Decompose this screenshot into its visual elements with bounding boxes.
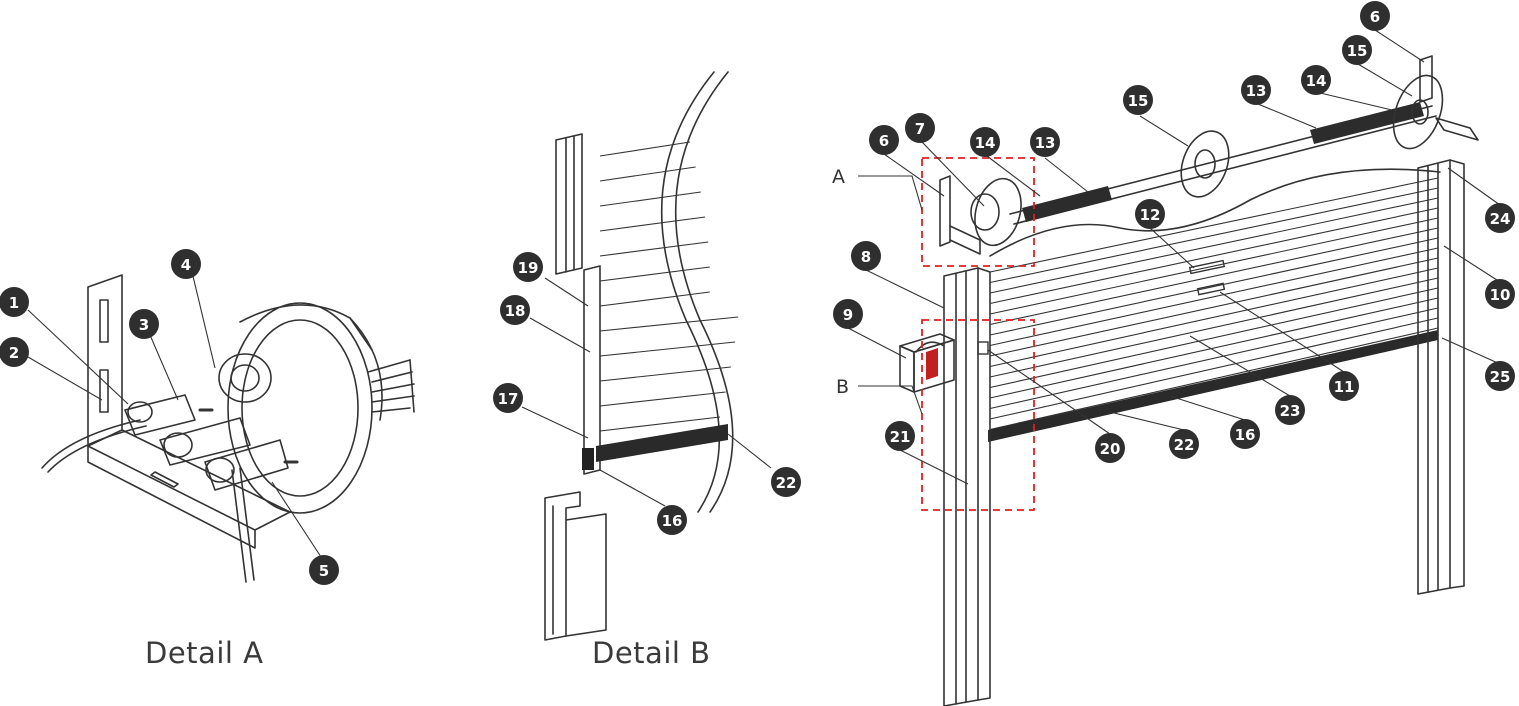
detail-b-highlight-box	[921, 319, 1035, 511]
callout-badge-main-21: 21	[885, 421, 915, 451]
svg-text:18: 18	[505, 302, 526, 320]
svg-text:4: 4	[181, 256, 191, 274]
svg-text:17: 17	[498, 390, 519, 408]
callout-badge-main-22: 22	[1169, 429, 1199, 459]
callout-badge-main-6: 6	[1360, 1, 1390, 31]
callout-badge-main-15: 15	[1123, 85, 1153, 115]
callout-badge-main-24: 24	[1485, 203, 1515, 233]
callout-badge-a-4: 4	[171, 249, 201, 279]
svg-text:24: 24	[1490, 210, 1511, 228]
svg-text:23: 23	[1280, 402, 1301, 420]
callout-badge-main-8: 8	[851, 241, 881, 271]
callout-badge-main-7: 7	[905, 113, 935, 143]
label-letter-b: B	[836, 376, 849, 398]
detail-b-caption: Detail B	[592, 636, 711, 670]
callout-badge-main-11: 11	[1329, 371, 1359, 401]
svg-text:15: 15	[1128, 92, 1149, 110]
svg-text:1: 1	[9, 294, 19, 312]
callout-badge-main-14: 14	[970, 127, 1000, 157]
svg-text:21: 21	[890, 428, 911, 446]
label-letter-a: A	[832, 166, 845, 188]
callout-badge-b-22: 22	[771, 467, 801, 497]
detail-a-highlight-box	[921, 157, 1035, 267]
svg-text:15: 15	[1347, 42, 1368, 60]
callout-badge-main-25: 25	[1485, 361, 1515, 391]
svg-text:13: 13	[1035, 134, 1056, 152]
svg-text:16: 16	[1235, 426, 1256, 444]
svg-text:16: 16	[662, 512, 683, 530]
callout-badge-a-5: 5	[309, 555, 339, 585]
callout-badge-main-12: 12	[1135, 199, 1165, 229]
callout-badge-main-10: 10	[1485, 279, 1515, 309]
svg-text:14: 14	[975, 134, 996, 152]
callout-badge-main-6: 6	[869, 125, 899, 155]
svg-text:5: 5	[319, 562, 329, 580]
svg-text:19: 19	[518, 259, 539, 277]
callout-badge-b-18: 18	[500, 295, 530, 325]
svg-text:2: 2	[9, 344, 19, 362]
callout-badge-main-16: 16	[1230, 419, 1260, 449]
callout-badge-a-2: 2	[0, 337, 29, 367]
svg-text:3: 3	[139, 316, 149, 334]
svg-text:11: 11	[1334, 378, 1355, 396]
callout-badge-main-23: 23	[1275, 395, 1305, 425]
svg-text:9: 9	[843, 306, 853, 324]
svg-text:7: 7	[915, 120, 925, 138]
svg-text:12: 12	[1140, 206, 1161, 224]
callout-badge-main-15: 15	[1342, 35, 1372, 65]
detail-b-drawing	[521, 71, 772, 641]
svg-text:22: 22	[1174, 436, 1195, 454]
callout-badge-a-1: 1	[0, 287, 29, 317]
callout-badge-main-13: 13	[1030, 127, 1060, 157]
callout-badge-main-9: 9	[833, 299, 863, 329]
svg-text:20: 20	[1100, 440, 1121, 458]
callout-badge-main-20: 20	[1095, 433, 1125, 463]
main-view-drawing	[847, 29, 1501, 706]
svg-text:14: 14	[1306, 72, 1327, 90]
callout-badge-main-13: 13	[1241, 75, 1271, 105]
callout-badge-a-3: 3	[129, 309, 159, 339]
detail-a-drawing	[27, 271, 415, 583]
svg-text:10: 10	[1490, 286, 1511, 304]
svg-text:13: 13	[1246, 82, 1267, 100]
detail-a-caption: Detail A	[145, 636, 264, 670]
svg-text:22: 22	[776, 474, 797, 492]
callout-badge-b-17: 17	[493, 383, 523, 413]
callout-badge-b-16: 16	[657, 505, 687, 535]
callout-badge-b-19: 19	[513, 252, 543, 282]
svg-text:8: 8	[861, 248, 871, 266]
svg-text:6: 6	[1370, 8, 1380, 26]
svg-text:6: 6	[879, 132, 889, 150]
callout-badge-main-14: 14	[1301, 65, 1331, 95]
svg-text:25: 25	[1490, 368, 1511, 386]
